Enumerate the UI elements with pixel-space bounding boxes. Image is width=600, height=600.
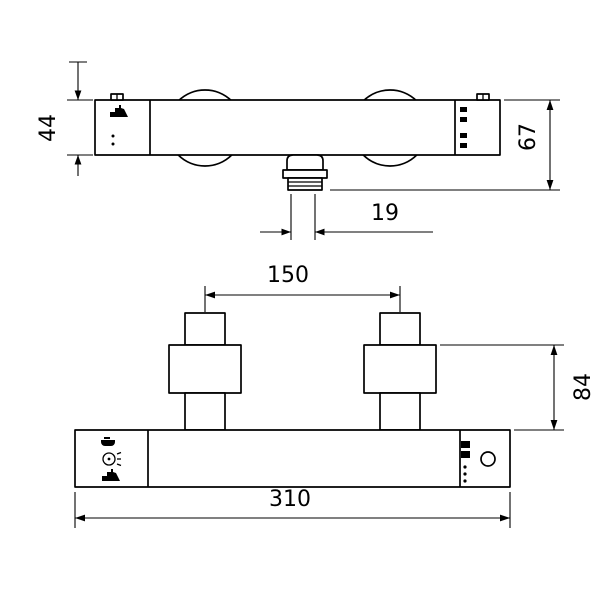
dimension-overall-width: 310 [74, 487, 511, 528]
front-view [94, 89, 501, 191]
mixer-body [94, 99, 501, 156]
outlet-flange [282, 169, 328, 179]
tap-icon [102, 469, 120, 481]
detail-mark [460, 133, 467, 138]
dimension-label-19: 19 [371, 201, 399, 226]
right-handle-body [363, 344, 437, 394]
left-cartridge-cap [184, 312, 226, 346]
mixer-bar [74, 429, 511, 488]
dimension-body-height: 44 [36, 61, 93, 176]
left-handle-stem [184, 392, 226, 431]
right-handle-stem [379, 392, 421, 431]
dimension-handle-spacing: 150 [204, 263, 401, 312]
arrowhead [390, 291, 400, 299]
right-cartridge-cap [379, 312, 421, 346]
detail-mark [463, 465, 467, 469]
shower-icon [101, 437, 115, 446]
detail-mark [460, 117, 467, 122]
arrowhead [550, 420, 558, 430]
detail-mark [463, 472, 467, 476]
dimension-label-310: 310 [269, 487, 311, 512]
arrowhead [315, 228, 325, 236]
dimension-label-67: 67 [516, 123, 541, 151]
detail-mark [461, 451, 470, 458]
dimension-label-84: 84 [571, 373, 596, 401]
arrowhead [281, 228, 291, 236]
detail-mark [111, 142, 115, 146]
detail-mark [111, 134, 115, 138]
thermostat-dial-icon [102, 451, 122, 467]
arrowhead [550, 345, 558, 355]
dimension-label-44: 44 [36, 114, 61, 142]
detail-mark [463, 479, 467, 483]
outlet-port-circle [480, 451, 496, 467]
arrowhead [74, 155, 82, 165]
outlet-thread [287, 177, 323, 191]
arrowhead [74, 90, 82, 100]
arrowhead [205, 291, 215, 299]
detail-mark [461, 441, 470, 448]
dimension-label-150: 150 [267, 263, 309, 288]
arrowhead [75, 514, 85, 522]
outlet-dome [286, 154, 324, 171]
arrowhead [546, 100, 554, 110]
dimension-overall-height: 67 [330, 99, 560, 191]
arrowhead [546, 180, 554, 190]
dimension-projection: 84 [440, 344, 596, 431]
detail-mark [460, 107, 467, 112]
left-handle-body [168, 344, 242, 394]
tap-icon [110, 105, 128, 117]
detail-mark [460, 143, 467, 148]
arrowhead [500, 514, 510, 522]
dimension-outlet-width: 19 [260, 194, 433, 240]
top-view [74, 312, 511, 488]
